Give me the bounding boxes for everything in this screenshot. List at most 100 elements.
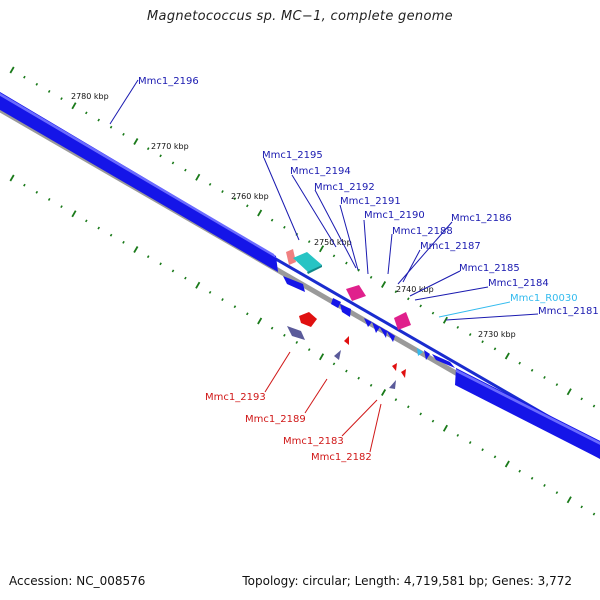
minor-tick-0-41 bbox=[518, 361, 521, 365]
gene-mmc1-2191[interactable] bbox=[346, 285, 366, 301]
major-tick-1-25 bbox=[319, 353, 325, 361]
label-mmc1-2188[interactable]: Mmc1_2188 bbox=[392, 226, 453, 237]
gene-mmc1-2187[interactable] bbox=[364, 318, 372, 327]
label-mmc1-2195[interactable]: Mmc1_2195 bbox=[262, 150, 323, 161]
gene-mmc1-2182[interactable] bbox=[401, 369, 406, 378]
minor-tick-1-9 bbox=[122, 240, 125, 244]
minor-tick-0-6 bbox=[85, 111, 88, 115]
label-mmc1-2190[interactable]: Mmc1_2190 bbox=[364, 210, 425, 221]
minor-tick-0-11 bbox=[146, 147, 150, 151]
leader-mmc1-2187 bbox=[402, 249, 421, 283]
gene-mmc1-2188[interactable] bbox=[340, 304, 351, 317]
gene-mmc1-2186[interactable] bbox=[372, 322, 380, 333]
scale-label-2740: 2740 kbp bbox=[396, 285, 434, 294]
major-tick-1-45 bbox=[566, 496, 572, 504]
label-mmc1-r0030[interactable]: Mmc1_R0030 bbox=[510, 293, 578, 304]
major-tick-1-15 bbox=[195, 281, 201, 289]
major-tick-1-40 bbox=[504, 460, 510, 468]
minor-tick-1-41 bbox=[518, 469, 521, 473]
label-mmc1-2191[interactable]: Mmc1_2191 bbox=[340, 196, 401, 207]
minor-tick-0-1 bbox=[23, 75, 26, 79]
gene-mmc1-2194[interactable] bbox=[293, 252, 322, 272]
leader-mmc1-2196 bbox=[109, 79, 139, 125]
gene-glyphs bbox=[283, 249, 455, 389]
label-mmc1-2182[interactable]: Mmc1_2182 bbox=[311, 452, 372, 463]
leader-mmc1-2193 bbox=[264, 351, 291, 393]
scale-label-2730: 2730 kbp bbox=[478, 330, 516, 339]
gene-mmc1-2193[interactable] bbox=[299, 312, 317, 327]
major-tick-1-10 bbox=[133, 246, 139, 253]
minor-tick-1-36 bbox=[456, 433, 460, 437]
minor-tick-0-31 bbox=[394, 290, 398, 294]
major-tick-0-40 bbox=[504, 352, 510, 360]
gene-mmc1-r0030[interactable] bbox=[417, 348, 423, 356]
minor-tick-0-42 bbox=[530, 368, 534, 372]
scale-label-2780: 2780 kbp bbox=[71, 92, 109, 101]
major-tick-0-15 bbox=[195, 173, 201, 181]
label-mmc1-2193[interactable]: Mmc1_2193 bbox=[205, 392, 266, 403]
label-mmc1-2192[interactable]: Mmc1_2192 bbox=[314, 182, 375, 193]
leader-mmc1-2188 bbox=[387, 233, 393, 275]
major-tick-0-5 bbox=[71, 102, 77, 110]
forward-gene-highlight-left bbox=[0, 92, 276, 258]
minor-tick-1-4 bbox=[60, 205, 63, 209]
gene-mmc1-2195[interactable] bbox=[286, 249, 296, 265]
label-mmc1-2183[interactable]: Mmc1_2183 bbox=[283, 436, 344, 447]
gene-mmc1-2193-b bbox=[287, 326, 305, 340]
gene-mmc1-2181[interactable] bbox=[432, 354, 455, 368]
forward-gene-highlight-right bbox=[456, 369, 600, 445]
minor-tick-1-12 bbox=[159, 262, 162, 266]
minor-tick-0-4 bbox=[60, 97, 63, 101]
minor-tick-0-32 bbox=[407, 297, 410, 301]
minor-tick-0-28 bbox=[357, 268, 360, 272]
label-mmc1-2189[interactable]: Mmc1_2189 bbox=[245, 414, 306, 425]
minor-tick-0-16 bbox=[208, 182, 212, 186]
forward-gene-block-left bbox=[0, 91, 278, 272]
label-mmc1-2185[interactable]: Mmc1_2185 bbox=[459, 263, 520, 274]
gene-mmc1-2185[interactable] bbox=[386, 330, 395, 342]
minor-tick-0-24 bbox=[307, 240, 311, 244]
minor-tick-1-7 bbox=[97, 226, 100, 230]
label-mmc1-2186[interactable]: Mmc1_2186 bbox=[451, 213, 512, 224]
label-mmc1-2196[interactable]: Mmc1_2196 bbox=[138, 76, 199, 87]
genome-summary-text: Topology: circular; Length: 4,719,581 bp… bbox=[242, 574, 572, 588]
gene-mmc1-2181-a bbox=[424, 350, 430, 360]
gene-mmc1-2183[interactable] bbox=[389, 380, 396, 389]
leader-mmc1-2194 bbox=[291, 174, 337, 248]
minor-tick-1-6 bbox=[85, 219, 88, 223]
minor-tick-1-17 bbox=[221, 298, 224, 301]
minor-tick-0-44 bbox=[555, 383, 559, 387]
minor-tick-0-39 bbox=[493, 347, 497, 351]
minor-tick-0-8 bbox=[109, 125, 113, 129]
major-tick-0-25 bbox=[319, 245, 325, 253]
gene-mmc1-2192[interactable] bbox=[283, 276, 305, 292]
gene-mmc1-2190[interactable] bbox=[331, 298, 341, 308]
label-mmc1-2181[interactable]: Mmc1_2181 bbox=[538, 306, 599, 317]
label-mmc1-2187[interactable]: Mmc1_2187 bbox=[420, 241, 481, 252]
label-leader-lines bbox=[109, 79, 539, 453]
minor-tick-0-9 bbox=[122, 132, 125, 136]
label-mmc1-2194[interactable]: Mmc1_2194 bbox=[290, 166, 351, 177]
leader-mmc1-2190 bbox=[363, 219, 369, 275]
minor-tick-1-13 bbox=[171, 269, 175, 273]
minor-tick-0-43 bbox=[543, 376, 546, 379]
major-tick-1-0 bbox=[9, 174, 15, 182]
leader-mmc1-2184 bbox=[414, 286, 489, 301]
gene-mmc1-2189[interactable] bbox=[334, 350, 341, 360]
major-tick-0-20 bbox=[257, 209, 263, 217]
forward-gene-block-right bbox=[455, 368, 600, 459]
label-mmc1-2184[interactable]: Mmc1_2184 bbox=[488, 278, 549, 289]
minor-tick-0-46 bbox=[580, 397, 583, 401]
minor-tick-1-18 bbox=[233, 305, 237, 309]
minor-tick-0-19 bbox=[246, 204, 249, 208]
minor-tick-1-28 bbox=[357, 376, 360, 380]
minor-tick-1-8 bbox=[109, 233, 113, 237]
minor-tick-1-24 bbox=[307, 348, 311, 352]
minor-tick-1-31 bbox=[394, 398, 398, 402]
minor-tick-1-38 bbox=[481, 448, 484, 452]
gene-mmc1-2184[interactable] bbox=[394, 312, 411, 330]
minor-tick-1-1 bbox=[23, 183, 26, 187]
minor-tick-0-7 bbox=[97, 118, 100, 122]
